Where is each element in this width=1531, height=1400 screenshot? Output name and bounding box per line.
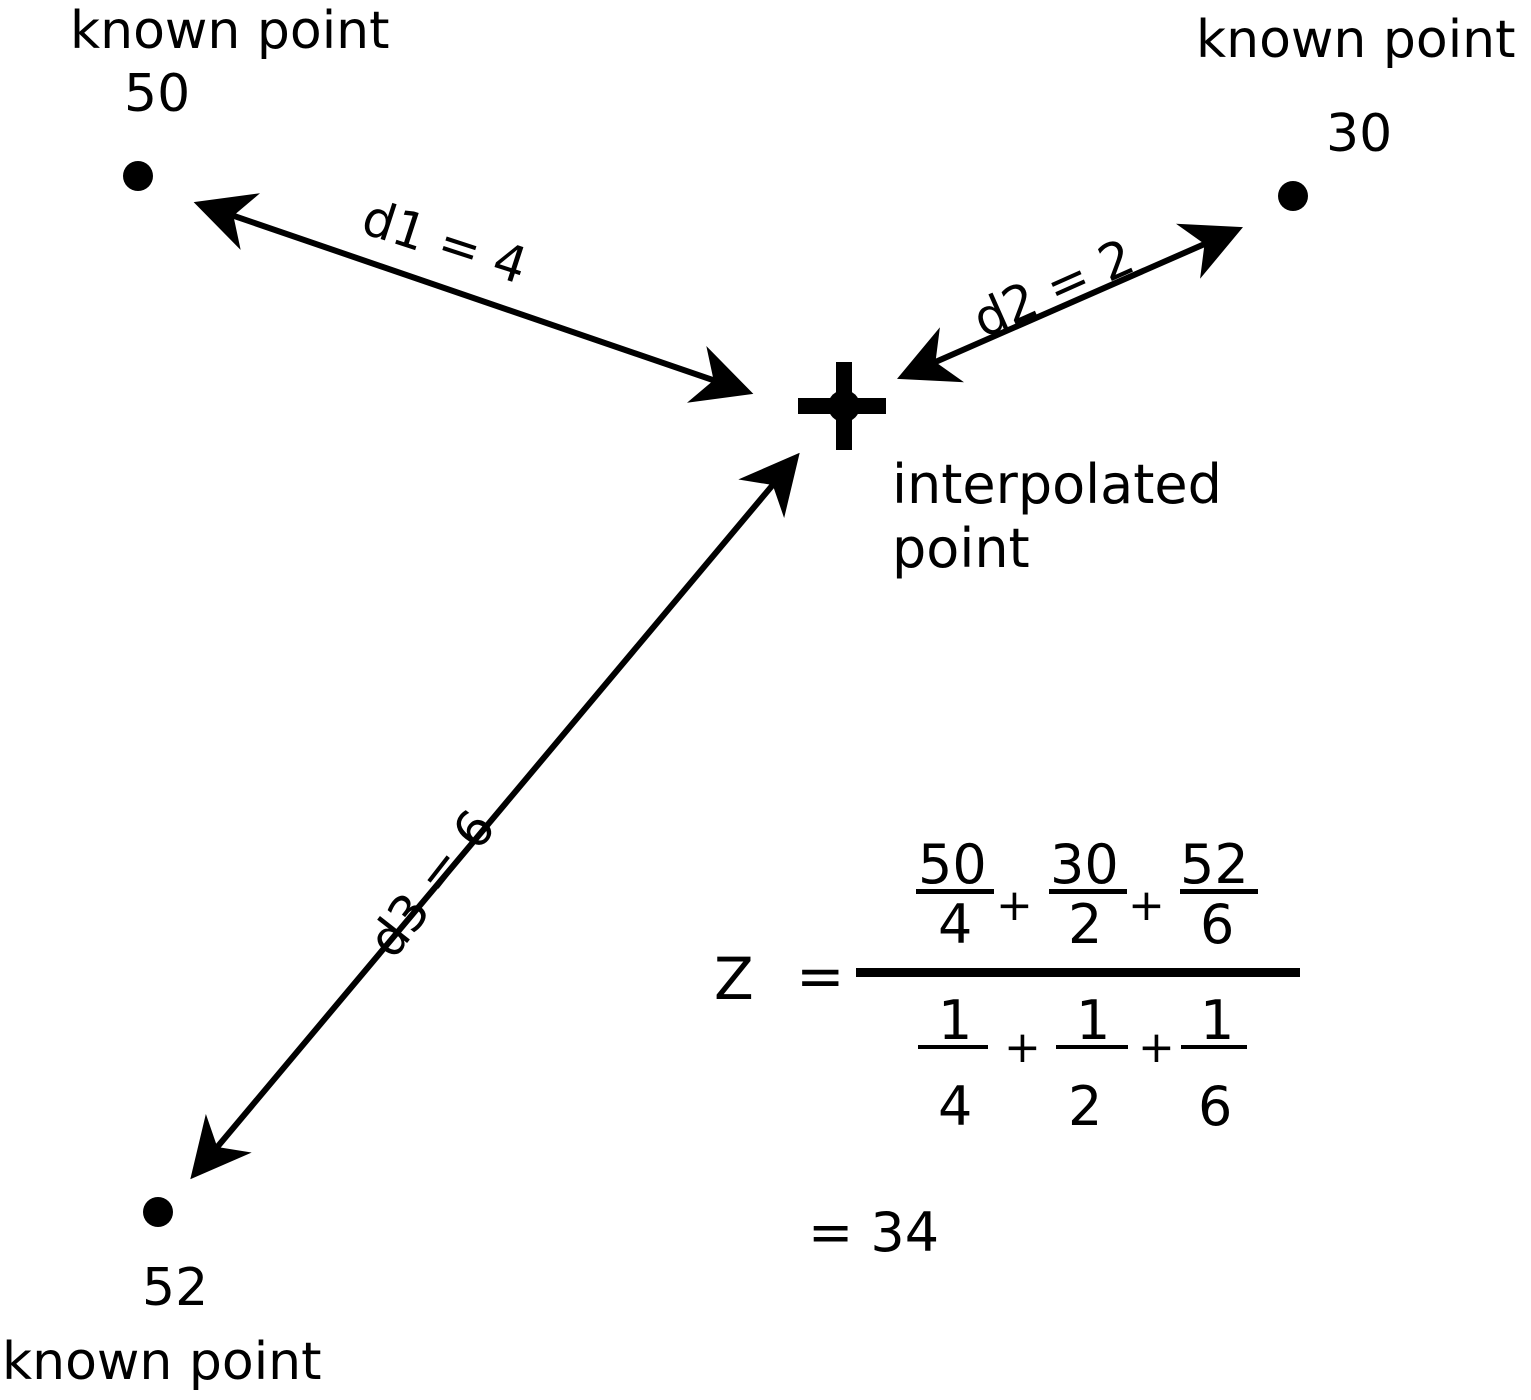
den-fraction-bar-1 [918,1045,988,1049]
known-point-value-3: 52 [142,1258,209,1318]
formula-equals: = [796,942,845,1010]
den-term-3-numerator: 1 [1200,989,1235,1052]
num-fraction-bar-3 [1180,889,1258,894]
known-point-label-3: known point [2,1332,322,1392]
den-term-1-denominator: 4 [938,1075,973,1138]
den-fraction-bar-2 [1056,1045,1128,1049]
den-term-2-numerator: 1 [1076,989,1111,1052]
distance-arrow-d2 [897,223,1243,383]
num-fraction-bar-2 [1049,889,1127,894]
formula-result: = 34 [808,1201,940,1264]
den-plus-2: + [1138,1022,1175,1073]
main-fraction-bar [856,968,1300,977]
distance-arrow-d1 [193,193,754,403]
num-term-3-denominator: 6 [1200,893,1235,956]
interpolated-point-cross [798,362,886,450]
known-point-value-2: 30 [1326,104,1393,164]
num-term-2-denominator: 2 [1068,893,1103,956]
known-point-dot-3 [143,1197,173,1227]
formula-z-symbol: Z [714,945,754,1013]
den-plus-1: + [1004,1022,1041,1073]
den-term-1-numerator: 1 [938,989,973,1052]
num-term-1-denominator: 4 [938,893,973,956]
interpolated-label-line1: interpolated [892,453,1222,516]
den-term-2-denominator: 2 [1068,1075,1103,1138]
num-fraction-bar-1 [916,889,994,894]
known-point-label-2: known point [1196,10,1516,70]
num-term-2-numerator: 30 [1050,833,1119,896]
num-plus-2: + [1128,880,1165,931]
num-plus-1: + [996,880,1033,931]
num-term-3-numerator: 52 [1180,833,1249,896]
known-point-dot-2 [1278,181,1308,211]
distance-arrow-d3 [190,452,800,1180]
known-point-dot-1 [123,161,153,191]
interpolated-label-line2: point [892,517,1030,580]
known-point-value-1: 50 [124,64,191,124]
den-term-3-denominator: 6 [1198,1075,1233,1138]
num-term-1-numerator: 50 [918,833,987,896]
known-point-label-1: known point [70,1,390,61]
den-fraction-bar-3 [1181,1045,1247,1049]
